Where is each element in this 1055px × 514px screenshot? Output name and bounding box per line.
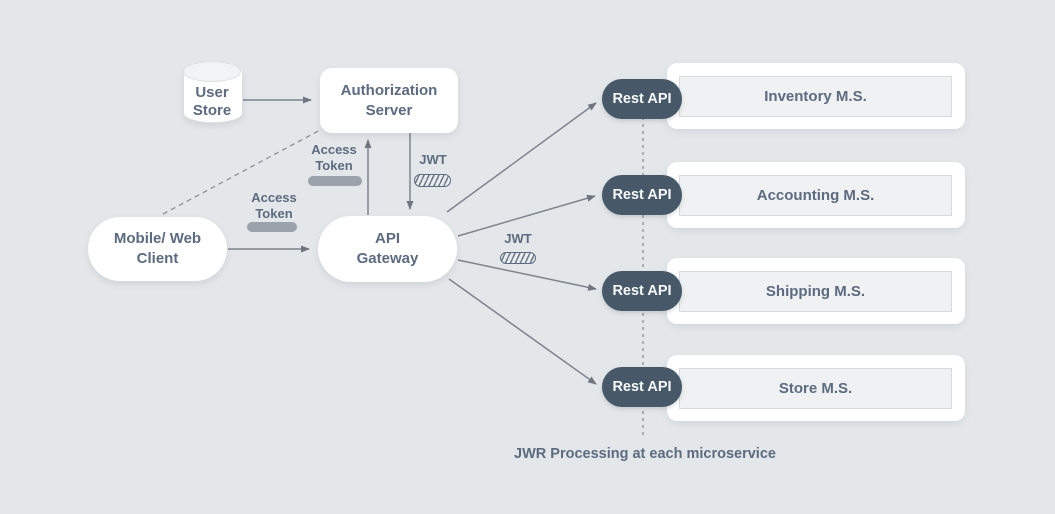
- rest-api-pill-inventory: Rest API: [602, 79, 682, 119]
- jwt-token-pill-lower: [500, 252, 536, 264]
- mobile-web-client-label-line1: Mobile/ Web: [113, 230, 202, 247]
- connector-gateway-restapi-shipping: [457, 259, 597, 291]
- connector-gateway-restapi-accounting: [457, 194, 596, 237]
- authorization-server-label-line1: Authorization: [340, 81, 438, 99]
- microservice-label-accounting: Accounting M.S.: [679, 175, 952, 216]
- connector-gateway-restapi-inventory: [446, 102, 597, 213]
- connector-client-authserver-dashed: [162, 128, 323, 215]
- access-token-label-lower: Access Token: [244, 190, 304, 222]
- user-store-label-line2: Store: [192, 102, 232, 119]
- rest-api-pill-store: Rest API: [602, 367, 682, 407]
- microservice-card-accounting: Accounting M.S.: [667, 162, 965, 228]
- api-gateway-node: API Gateway: [318, 216, 457, 282]
- access-token-lower-line1: Access: [251, 190, 297, 205]
- authorization-server-label-line2: Server: [365, 101, 413, 119]
- microservice-label-shipping: Shipping M.S.: [679, 271, 952, 312]
- access-token-lower-line2: Token: [255, 206, 293, 221]
- mobile-web-client-node: Mobile/ Web Client: [88, 217, 227, 281]
- diagram-caption: JWR Processing at each microservice: [514, 446, 776, 462]
- access-token-label-upper: Access Token: [304, 142, 364, 174]
- microservice-card-shipping: Shipping M.S.: [667, 258, 965, 324]
- user-store-cylinder-top: [183, 61, 241, 82]
- access-token-upper-line2: Token: [315, 158, 353, 173]
- api-gateway-label-line2: Gateway: [356, 250, 419, 267]
- user-store-label-line1: User: [195, 84, 229, 101]
- user-store-label: User Store: [176, 84, 248, 120]
- microservice-label-store: Store M.S.: [679, 368, 952, 409]
- access-token-upper-line1: Access: [311, 142, 357, 157]
- access-token-pill-lower: [247, 222, 297, 232]
- connector-gateway-restapi-store: [448, 278, 597, 385]
- microservice-card-store: Store M.S.: [667, 355, 965, 421]
- rest-api-pill-accounting: Rest API: [602, 175, 682, 215]
- api-gateway-label-line1: API: [374, 230, 400, 247]
- jwt-token-pill-upper: [414, 174, 451, 187]
- mobile-web-client-label-line2: Client: [136, 250, 179, 267]
- jwt-label-upper: JWT: [419, 152, 447, 167]
- microservice-label-inventory: Inventory M.S.: [679, 76, 952, 117]
- access-token-pill-upper: [308, 176, 362, 186]
- rest-api-pill-shipping: Rest API: [602, 271, 682, 311]
- microservice-card-inventory: Inventory M.S.: [667, 63, 965, 129]
- jwt-label-lower: JWT: [504, 231, 532, 246]
- authorization-server-node: Authorization Server: [320, 68, 458, 133]
